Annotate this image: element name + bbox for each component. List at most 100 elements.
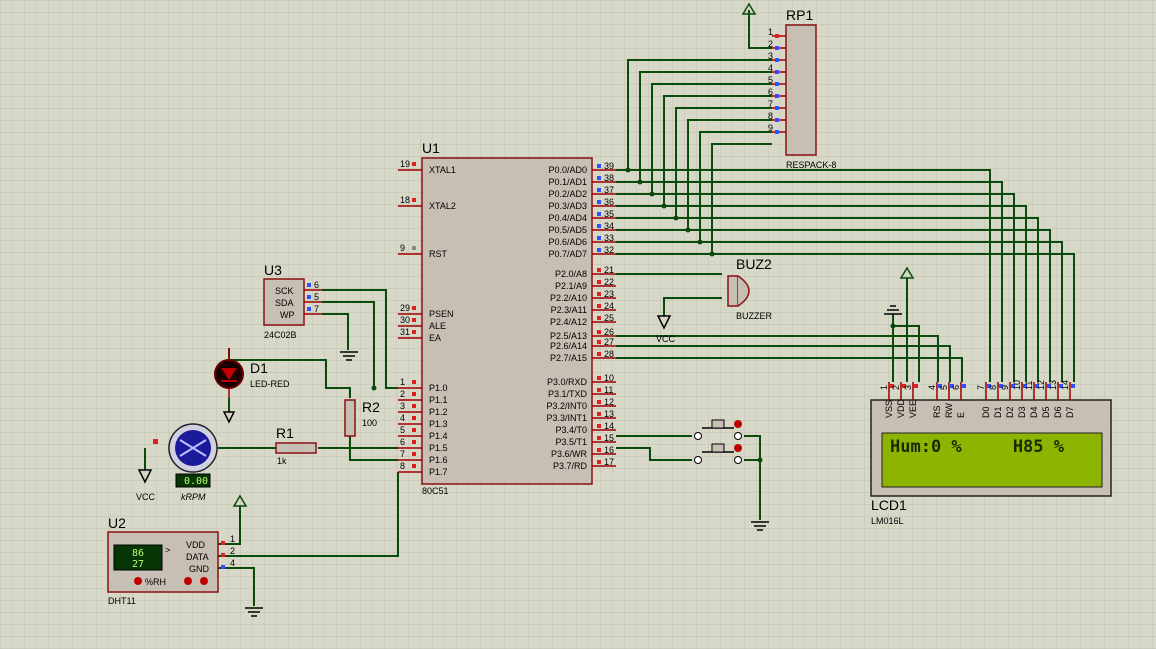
- down-arrow-icon: [222, 411, 236, 424]
- u1-pin-num: 10: [604, 373, 614, 383]
- rp1-body[interactable]: [785, 24, 817, 156]
- pin-state-marker: [775, 130, 779, 134]
- r1-ref: R1: [276, 425, 294, 441]
- u2-decrease-icon[interactable]: [134, 577, 142, 585]
- r1-value: 1k: [277, 456, 287, 466]
- u1-pin-name: P2.5/A13: [550, 331, 587, 341]
- u1-pin-num: 4: [400, 413, 405, 423]
- pin-state-marker: [775, 46, 779, 50]
- u1-body[interactable]: [421, 157, 593, 485]
- u1-pin-name: P1.3: [429, 419, 448, 429]
- u1-ref: U1: [422, 140, 440, 156]
- pin-state-marker: [987, 384, 991, 388]
- u2-down-icon[interactable]: [184, 577, 192, 585]
- pin-state-marker: [1035, 384, 1039, 388]
- buz2-buzzer[interactable]: BUZ2 BUZZER: [727, 256, 773, 321]
- u1-microcontroller[interactable]: U1 80C51 19XTAL118XTAL29RST29PSEN30ALE31…: [398, 140, 616, 496]
- lcd1-pin-num: 3: [903, 385, 913, 390]
- u1-pin-num: 18: [400, 195, 410, 205]
- u2-dht11[interactable]: U2 DHT11 86 27 > %RH VDD DATA GND 1 2 4: [107, 515, 235, 606]
- u2-up-icon[interactable]: [200, 577, 208, 585]
- u3-pin-name: WP: [280, 310, 295, 320]
- pin-state-marker: [597, 236, 601, 240]
- u3-eeprom[interactable]: U3 24C02B SCK SDA WP 6 5 7: [263, 262, 322, 340]
- u2-pin-name: GND: [189, 564, 210, 574]
- push-button-1[interactable]: [694, 419, 743, 440]
- motor-unit: kRPM: [181, 492, 206, 502]
- u1-pin-name: XTAL1: [429, 165, 456, 175]
- ground-icon: [751, 521, 769, 531]
- u1-part: 80C51: [422, 486, 449, 496]
- u3-part: 24C02B: [264, 330, 297, 340]
- u1-pin-name: P2.3/A11: [551, 305, 587, 315]
- lcd1-display[interactable]: Hum:0 % H85 % LCD1 LM016L 1VSS2VDD3VEE4R…: [870, 380, 1112, 526]
- lcd1-pin-num: 11: [1024, 381, 1034, 390]
- pin-state-marker: [999, 384, 1003, 388]
- lcd1-pin-name: D6: [1053, 406, 1063, 418]
- u1-pin-name: P0.3/AD3: [548, 201, 587, 211]
- lcd1-pin-num: 8: [988, 385, 998, 390]
- u2-ref: U2: [108, 515, 126, 531]
- u1-pin-num: 36: [604, 197, 614, 207]
- u1-pin-num: 35: [604, 209, 614, 219]
- u1-pin-num: 19: [400, 159, 410, 169]
- u1-pin-name: P0.6/AD6: [548, 237, 587, 247]
- rp1-pin-num: 9: [768, 123, 773, 133]
- u2-temp-readout: 27: [132, 559, 144, 570]
- pin-state-marker: [775, 118, 779, 122]
- ground-icon: [340, 351, 358, 361]
- rp1-pin-num: 3: [768, 51, 773, 61]
- vcc-label: VCC: [656, 334, 676, 344]
- u1-pin-name: P3.6/WR: [551, 449, 588, 459]
- pin-state-marker: [597, 340, 601, 344]
- motor[interactable]: 0.00 kRPM: [153, 423, 218, 502]
- u1-pin-name: P2.1/A9: [555, 281, 587, 291]
- d1-part: LED-RED: [250, 379, 290, 389]
- u1-pin-num: 17: [604, 457, 614, 467]
- wires: [144, 10, 1075, 606]
- u1-pin-num: 6: [400, 437, 405, 447]
- d1-ref: D1: [250, 360, 268, 376]
- u2-body[interactable]: [107, 531, 219, 593]
- pin-state-marker: [597, 400, 601, 404]
- u2-unit: %RH: [145, 577, 166, 587]
- lcd1-pin-name: VDD: [896, 398, 906, 418]
- u1-pin-num: 39: [604, 161, 614, 171]
- pin-state-marker: [597, 164, 601, 168]
- rp1-pin-num: 1: [768, 27, 773, 37]
- buz2-part: BUZZER: [736, 311, 773, 321]
- r2-resistor[interactable]: R2 100: [344, 399, 380, 437]
- r1-resistor[interactable]: R1 1k: [275, 425, 317, 466]
- u2-humidity-readout: 86: [132, 548, 144, 559]
- u1-pin-name: P2.7/A15: [550, 353, 587, 363]
- lcd1-pin-name: D0: [981, 406, 991, 418]
- pin-state-marker: [412, 404, 416, 408]
- power-arrow-icon: [232, 494, 248, 507]
- pin-state-marker: [597, 330, 601, 334]
- rp1-pin-num: 2: [768, 39, 773, 49]
- u1-pin-name: P1.2: [429, 407, 448, 417]
- lcd1-part: LM016L: [871, 516, 904, 526]
- svg-text:>: >: [165, 545, 170, 555]
- lcd1-pin-num: 7: [976, 385, 986, 390]
- push-button-2[interactable]: [694, 443, 743, 464]
- pin-state-marker: [890, 384, 894, 388]
- lcd1-pin-name: VSS: [884, 400, 894, 418]
- lcd1-pin-num: 9: [1000, 385, 1010, 390]
- u1-pin-num: 5: [400, 425, 405, 435]
- u1-pin-num: 13: [604, 409, 614, 419]
- d1-led[interactable]: D1 LED-RED: [214, 348, 290, 424]
- u1-pin-name: P2.6/A14: [550, 341, 587, 351]
- rp1-ref: RP1: [786, 7, 813, 23]
- power-arrow-icon: [899, 266, 915, 279]
- pin-state-marker: [597, 176, 601, 180]
- u1-pin-num: 15: [604, 433, 614, 443]
- u1-pin-name: P0.2/AD2: [548, 189, 587, 199]
- rp1-pin-num: 4: [768, 63, 773, 73]
- rp1-pin-num: 6: [768, 87, 773, 97]
- pin-state-marker: [950, 384, 954, 388]
- lcd1-pin-num: 4: [927, 385, 937, 390]
- lcd1-pin-name: D7: [1065, 406, 1075, 418]
